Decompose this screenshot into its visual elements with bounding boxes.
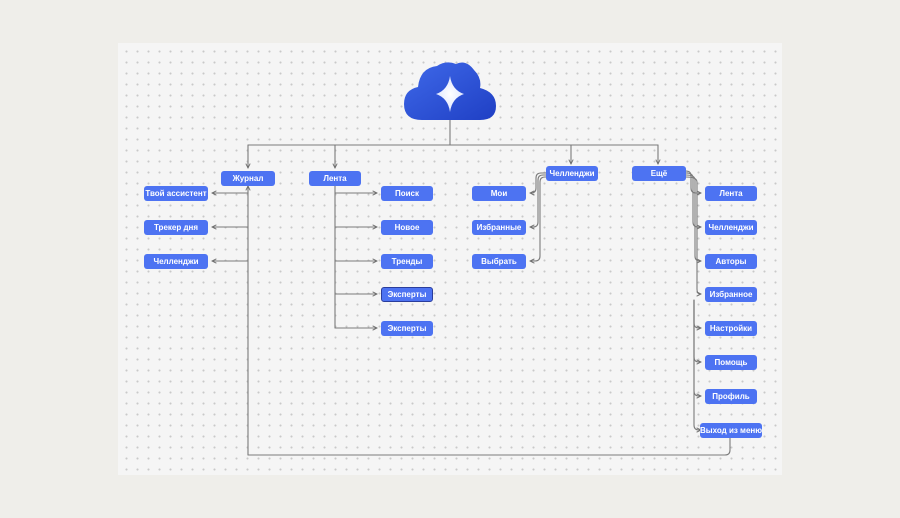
node-journal-assistant[interactable]: Твой ассистент <box>144 186 208 201</box>
node-journal-day-tracker[interactable]: Трекер дня <box>144 220 208 235</box>
node-more-profile[interactable]: Профиль <box>705 389 757 404</box>
node-more-authors[interactable]: Авторы <box>705 254 757 269</box>
node-more-settings[interactable]: Настройки <box>705 321 757 336</box>
node-challenges[interactable]: Челленджи <box>546 166 598 181</box>
node-feed-trends[interactable]: Тренды <box>381 254 433 269</box>
node-feed-new[interactable]: Новое <box>381 220 433 235</box>
node-challenges-mine[interactable]: Мои <box>472 186 526 201</box>
node-more-challenges[interactable]: Челленджи <box>705 220 757 235</box>
node-challenges-favorites[interactable]: Избранные <box>472 220 526 235</box>
node-journal-challenges[interactable]: Челленджи <box>144 254 208 269</box>
node-challenges-choose[interactable]: Выбрать <box>472 254 526 269</box>
node-more-help[interactable]: Помощь <box>705 355 757 370</box>
node-more[interactable]: Ещё <box>632 166 686 181</box>
node-journal[interactable]: Журнал <box>221 171 275 186</box>
node-more-exit-menu[interactable]: Выход из меню <box>700 423 762 438</box>
node-more-favorites[interactable]: Избранное <box>705 287 757 302</box>
node-feed[interactable]: Лента <box>309 171 361 186</box>
node-feed-search[interactable]: Поиск <box>381 186 433 201</box>
node-feed-experts-2[interactable]: Эксперты <box>381 321 433 336</box>
cloud-sparkle-icon <box>404 62 496 120</box>
node-feed-experts[interactable]: Эксперты <box>381 287 433 302</box>
node-more-feed[interactable]: Лента <box>705 186 757 201</box>
